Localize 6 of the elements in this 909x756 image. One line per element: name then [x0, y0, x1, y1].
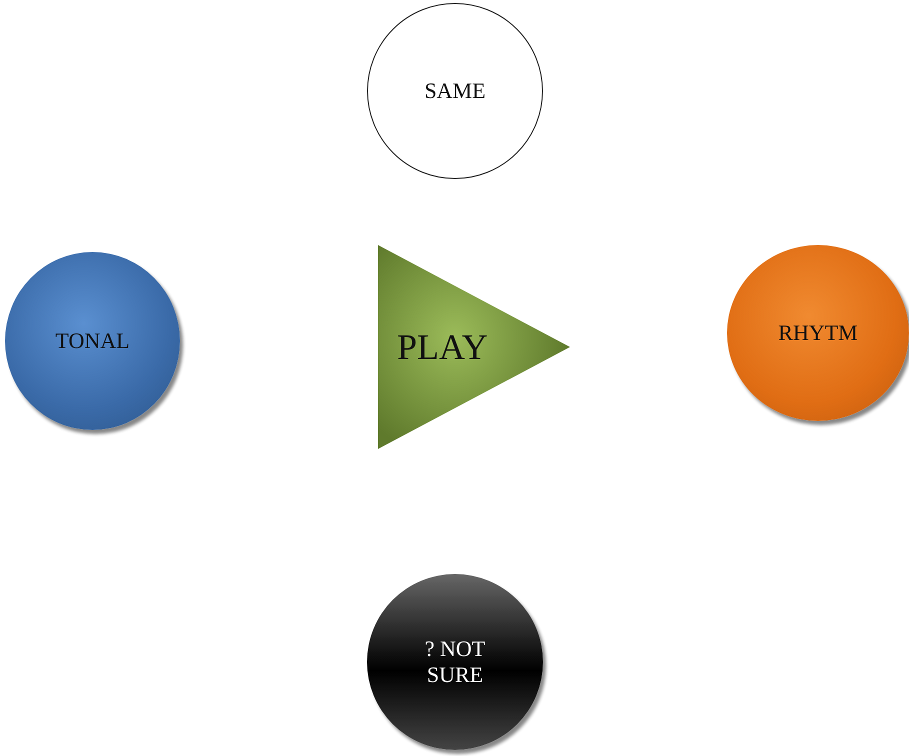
node-label: SAME	[424, 78, 486, 104]
triangle-node	[377, 244, 571, 450]
node-label: RHYTM	[778, 320, 858, 346]
node-label: PLAY	[397, 326, 488, 368]
node-label: ? NOT SURE	[424, 636, 486, 688]
node-label: TONAL	[55, 328, 130, 354]
